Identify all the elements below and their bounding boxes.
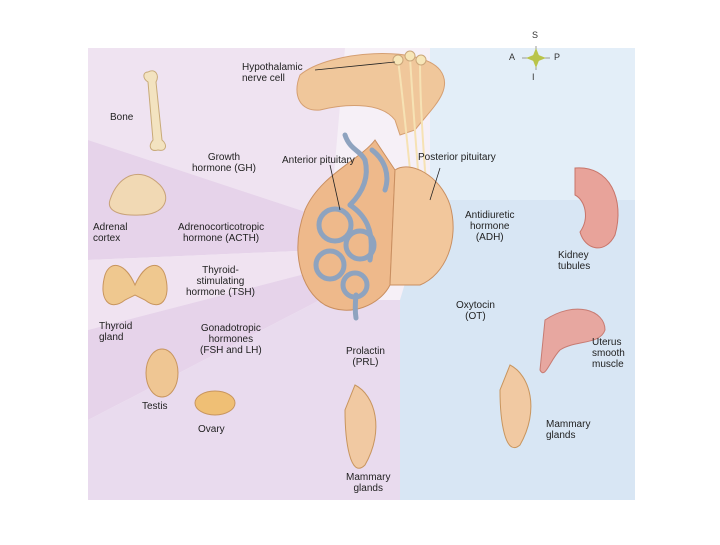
leader-lines xyxy=(314,61,441,211)
label-hypothalamic-nerve-cell: Hypothalamic nerve cell xyxy=(242,62,303,84)
label-mammary-glands-right: Mammary glands xyxy=(546,419,591,441)
kidney-illustration xyxy=(574,167,619,249)
adrenal-cortex-illustration xyxy=(108,173,167,216)
label-posterior-pituitary: Posterior pituitary xyxy=(418,152,496,163)
compass-posterior: P xyxy=(554,52,561,62)
label-bone: Bone xyxy=(110,112,134,123)
compass-anterior: A xyxy=(509,52,516,62)
ovary-illustration xyxy=(194,390,236,416)
anterior-wedge-prl xyxy=(88,300,400,500)
label-gonadotropic-hormones: Gonadotropic hormones (FSH and LH) xyxy=(200,323,262,356)
label-anterior-pituitary: Anterior pituitary xyxy=(282,155,355,166)
posterior-wedge-adh xyxy=(430,48,635,200)
nerve-cell-body xyxy=(404,50,416,62)
label-tsh: Thyroid- stimulating hormone (TSH) xyxy=(186,265,255,298)
mammary-right-illustration xyxy=(499,364,532,448)
posterior-pituitary-lobe xyxy=(389,166,454,286)
compass-inferior: I xyxy=(532,72,535,82)
label-ovary: Ovary xyxy=(198,424,225,435)
uterus-illustration xyxy=(539,308,606,373)
label-thyroid-gland: Thyroid gland xyxy=(99,321,133,343)
nerve-cell-body xyxy=(392,54,404,66)
label-growth-hormone: Growth hormone (GH) xyxy=(192,152,256,174)
thyroid-gland-illustration xyxy=(102,265,168,306)
label-adrenal-cortex: Adrenal cortex xyxy=(93,222,128,244)
orientation-compass xyxy=(522,46,550,70)
anterior-wedge-gonado xyxy=(88,270,320,420)
portal-vessels xyxy=(313,132,390,321)
bone-illustration xyxy=(143,70,166,151)
testis-illustration xyxy=(145,348,179,398)
nerve-cell-body xyxy=(415,54,427,66)
label-uterus-smooth-muscle: Uterus smooth muscle xyxy=(592,337,625,370)
anterior-wedge-acth xyxy=(88,140,330,260)
compass-superior: S xyxy=(532,30,539,40)
mammary-left-illustration xyxy=(344,384,377,469)
label-mammary-glands-left: Mammary glands xyxy=(346,472,391,494)
anterior-pituitary-lobe xyxy=(297,139,396,311)
label-prolactin: Prolactin (PRL) xyxy=(346,346,385,368)
label-adh: Antidiuretic hormone (ADH) xyxy=(465,210,515,243)
posterior-wedge-ot xyxy=(400,200,635,500)
label-acth: Adrenocorticotropic hormone (ACTH) xyxy=(178,222,265,244)
label-testis: Testis xyxy=(142,401,168,412)
label-kidney-tubules: Kidney tubules xyxy=(558,250,591,272)
hypothalamus xyxy=(296,53,446,136)
label-oxytocin: Oxytocin (OT) xyxy=(456,300,495,322)
